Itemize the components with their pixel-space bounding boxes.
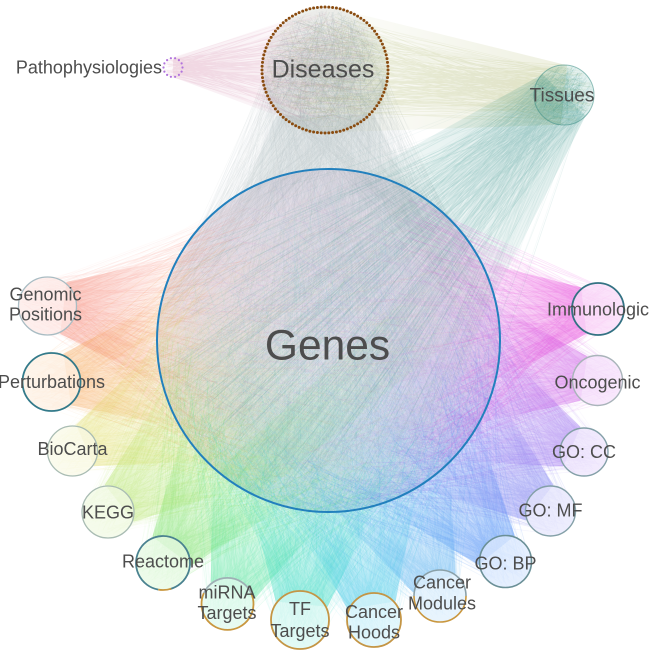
svg-text:Genomic: Genomic	[9, 285, 81, 305]
svg-text:Diseases: Diseases	[272, 56, 375, 84]
svg-text:Cancer: Cancer	[345, 602, 403, 622]
svg-text:miRNA: miRNA	[199, 583, 256, 603]
svg-text:Perturbations: Perturbations	[0, 372, 105, 392]
svg-text:GO: CC: GO: CC	[552, 442, 616, 462]
svg-text:Hoods: Hoods	[348, 623, 400, 643]
svg-text:KEGG: KEGG	[82, 503, 134, 523]
svg-text:Pathophysiologies: Pathophysiologies	[16, 58, 162, 78]
svg-text:Positions: Positions	[9, 304, 82, 324]
svg-text:Oncogenic: Oncogenic	[554, 373, 640, 393]
svg-text:Modules: Modules	[408, 594, 476, 614]
svg-text:GO: BP: GO: BP	[474, 554, 536, 574]
svg-text:Tissues: Tissues	[530, 86, 595, 107]
svg-text:Reactome: Reactome	[122, 552, 204, 572]
svg-text:GO: MF: GO: MF	[519, 501, 583, 521]
svg-text:Genes: Genes	[265, 323, 390, 370]
svg-text:Targets: Targets	[270, 621, 329, 641]
svg-text:TF: TF	[289, 599, 311, 619]
svg-text:BioCarta: BioCarta	[37, 439, 108, 459]
svg-text:Immunologic: Immunologic	[547, 300, 649, 320]
svg-text:Cancer: Cancer	[413, 573, 471, 593]
svg-text:Targets: Targets	[197, 603, 256, 623]
